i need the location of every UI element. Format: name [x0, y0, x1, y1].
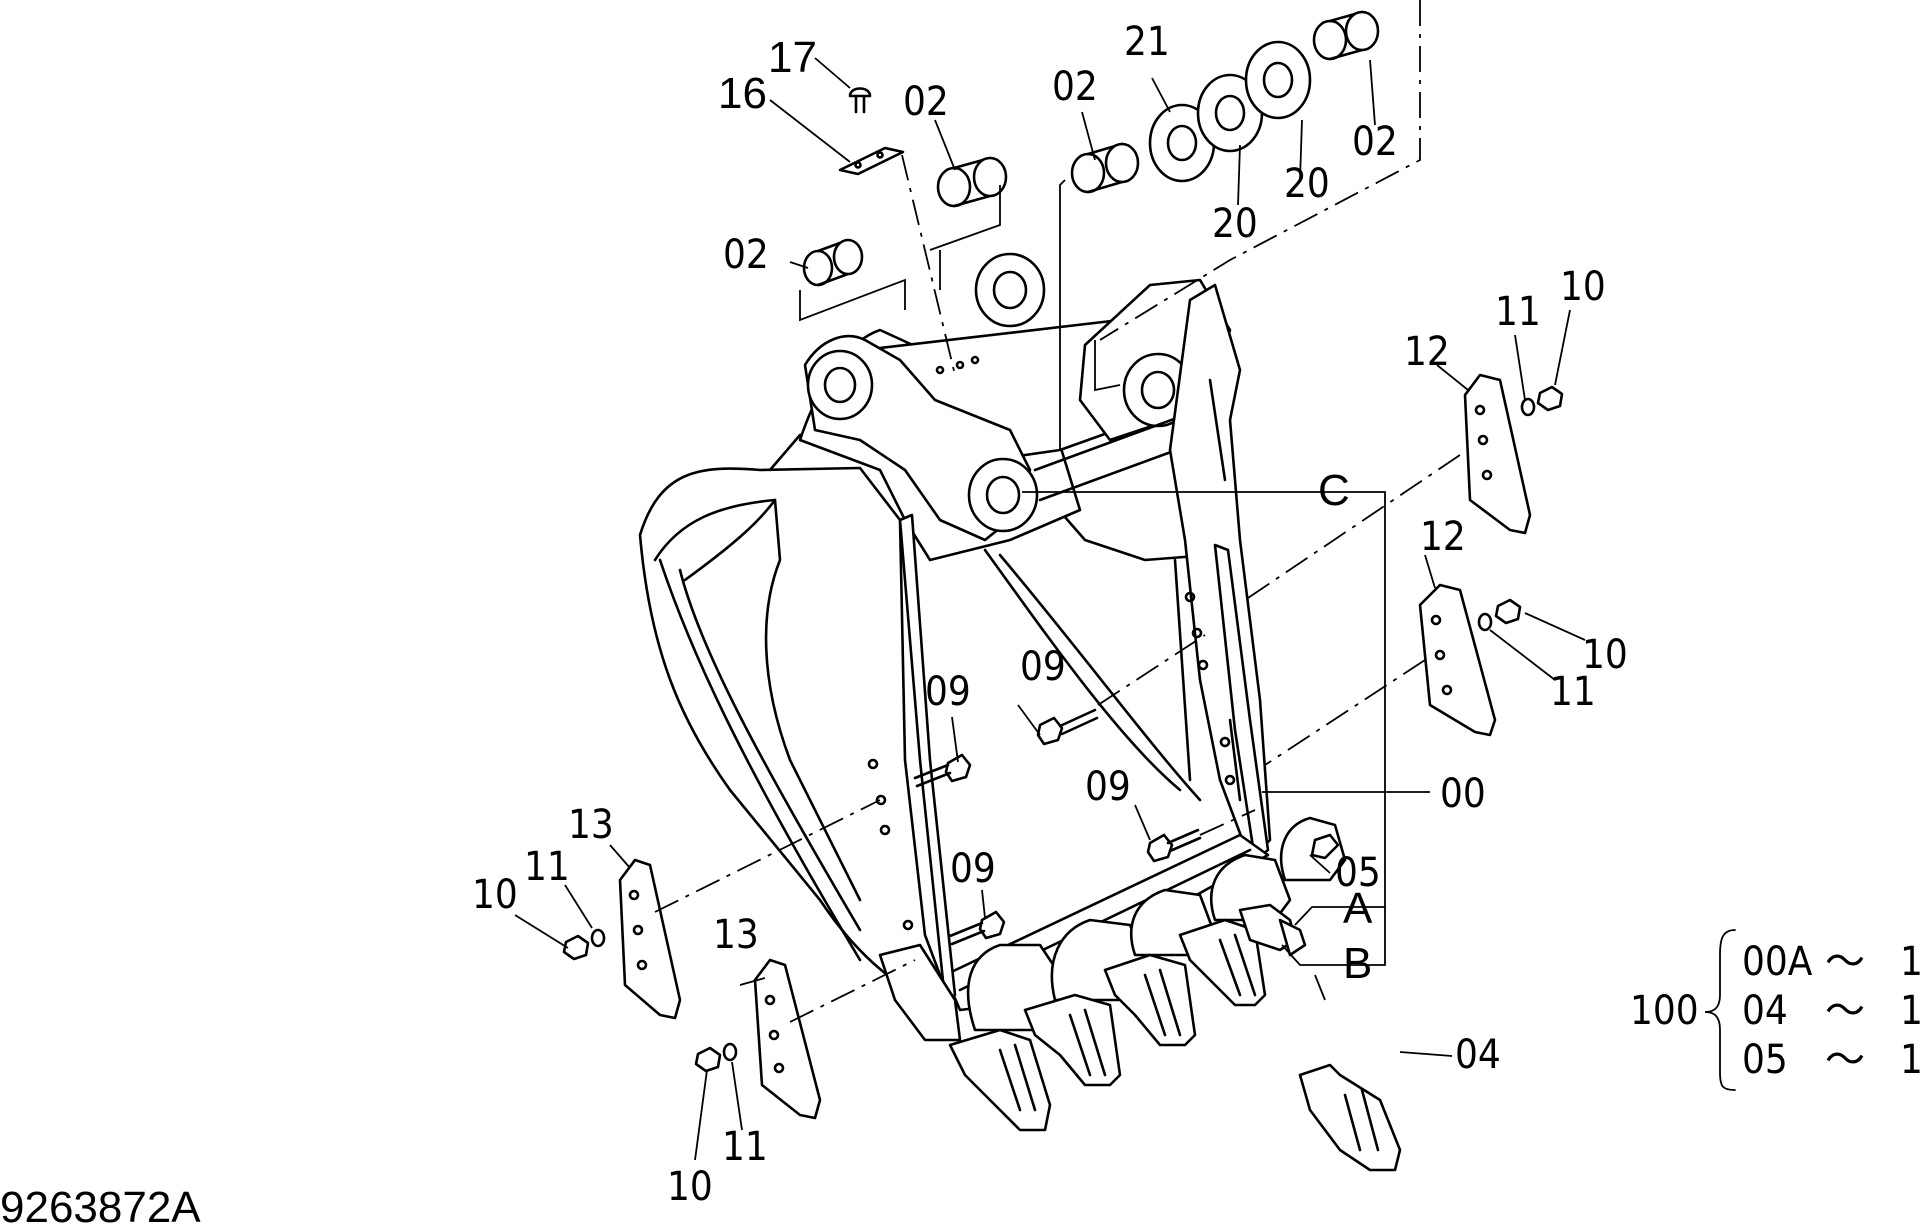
bushing-02-left [802, 238, 864, 287]
callout-00: 00 [1440, 771, 1486, 817]
callout-04: 04 [1455, 1032, 1501, 1078]
callout-02-d: 02 [723, 232, 769, 278]
callout-10-c: 10 [472, 872, 518, 918]
washer-11-lower-left [722, 1042, 738, 1062]
bolt-09-upper [1036, 708, 1099, 746]
bushing-02-mid [936, 156, 1008, 208]
side-cutter-13-lower [753, 958, 822, 1120]
callout-20-a: 20 [1284, 161, 1330, 207]
shim-20-b [1244, 40, 1312, 120]
assembly-row-2-qty: 1 [1900, 988, 1920, 1034]
callout-17: 17 [768, 33, 817, 82]
callout-b: B [1343, 939, 1372, 988]
assembly-table: 100 00A 〜 1 04 〜 1 05 〜 1 [1630, 929, 1920, 1091]
callout-21: 21 [1124, 19, 1170, 65]
callout-11-a: 11 [1495, 289, 1541, 335]
assembly-row-2-part: 04 [1742, 988, 1788, 1034]
callout-a: A [1343, 884, 1373, 933]
callout-12-a: 12 [1404, 329, 1450, 375]
callout-09-b: 09 [925, 669, 971, 715]
bushing-02-right [1312, 10, 1380, 61]
callout-10-b: 10 [1582, 632, 1628, 678]
nut-10-lower-right [1494, 598, 1522, 625]
assembly-row-3-sym: 〜 [1825, 1037, 1865, 1083]
assembly-row-1-part: 00A [1742, 939, 1813, 985]
assembly-row-3-part: 05 [1742, 1037, 1788, 1083]
bolt-09-left-lower [948, 910, 1006, 946]
bolt-09-left-upper [913, 753, 972, 788]
washer-11-lower-right [1477, 612, 1493, 632]
callout-13-a: 13 [568, 802, 614, 848]
assembly-brace [1704, 929, 1736, 1091]
callout-10-d: 10 [667, 1164, 713, 1210]
callout-02-a: 02 [903, 79, 949, 125]
bolt-17 [848, 87, 872, 114]
bolt-09-middle [1146, 828, 1202, 863]
callout-11-d: 11 [722, 1124, 768, 1170]
assembly-row-2-sym: 〜 [1825, 988, 1865, 1034]
callout-02-c: 02 [1352, 119, 1398, 165]
leader-lines [514, 57, 1586, 1161]
bushing-02-top [1070, 142, 1140, 194]
center-lines [654, 0, 1461, 1023]
shim-20-a [1196, 73, 1264, 153]
assembly-number: 100 [1630, 988, 1699, 1034]
callout-11-c: 11 [524, 844, 570, 890]
assembly-row-1-qty: 1 [1900, 939, 1920, 985]
nut-10-upper-left [562, 934, 590, 961]
side-cutter-13-upper [618, 858, 682, 1020]
callout-16: 16 [718, 69, 767, 118]
callout-02-b: 02 [1052, 64, 1098, 110]
callout-09-a: 09 [1020, 644, 1066, 690]
callout-20-b: 20 [1212, 201, 1258, 247]
washer-11-upper-left [590, 928, 606, 948]
callout-12-b: 12 [1420, 514, 1466, 560]
callout-11-b: 11 [1550, 669, 1596, 715]
nut-10-upper-right [1536, 385, 1564, 412]
callout-09-d: 09 [950, 846, 996, 892]
callout-13-b: 13 [713, 912, 759, 958]
assembly-row-1-sym: 〜 [1825, 939, 1865, 985]
callout-c: C [1318, 466, 1350, 515]
callout-09-c: 09 [1085, 764, 1131, 810]
callout-labels: 17 16 02 02 21 02 20 20 02 10 11 12 C 12… [472, 19, 1628, 1210]
drawing-number: 9263872A [0, 1183, 201, 1229]
assembly-row-3-qty: 1 [1900, 1037, 1920, 1083]
washer-11-upper-right [1520, 397, 1536, 417]
side-cutter-12-upper [1463, 373, 1532, 535]
nut-10-lower-left [694, 1046, 722, 1073]
callout-10-a: 10 [1560, 264, 1606, 310]
bucket-teeth [878, 816, 1402, 1172]
plate-16 [838, 146, 905, 176]
callout-05: 05 [1335, 850, 1381, 896]
side-cutter-12-lower [1418, 583, 1497, 737]
